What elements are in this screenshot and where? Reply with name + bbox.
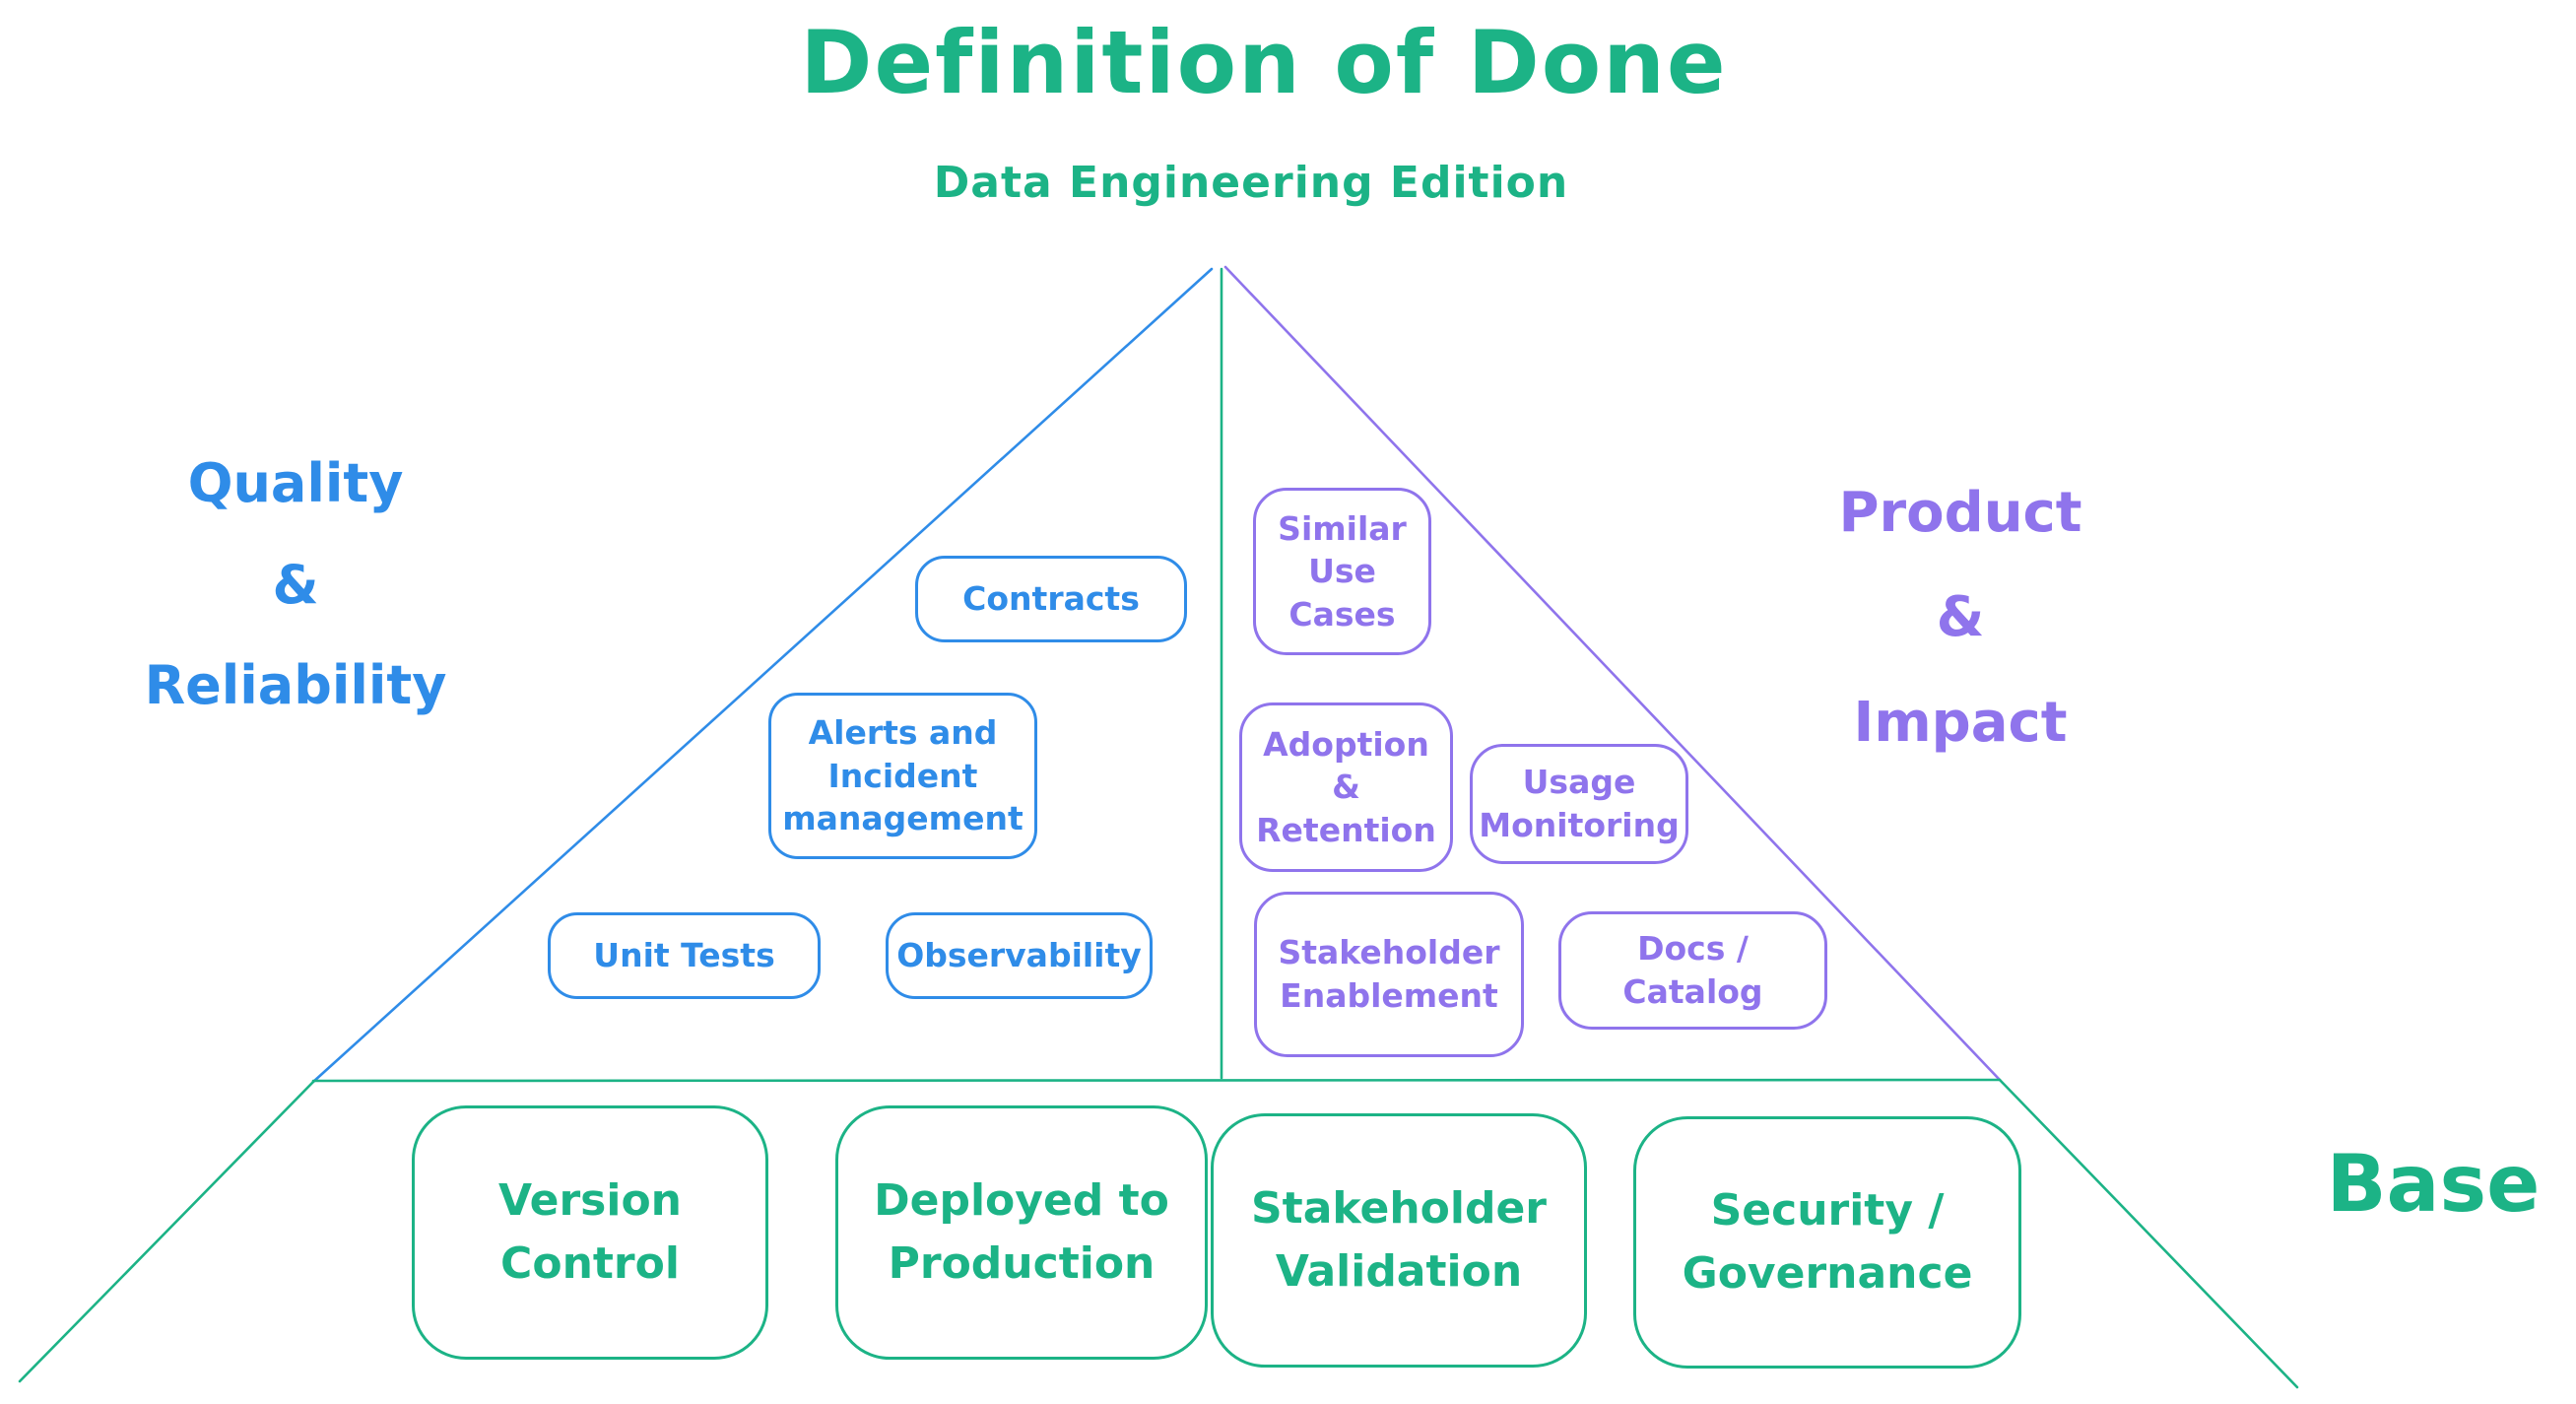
- node-stakeholder-validation[interactable]: Stakeholder Validation: [1211, 1113, 1587, 1368]
- page-title: Definition of Done: [800, 12, 1728, 113]
- node-observability-label: Observability: [896, 936, 1142, 975]
- section-label-quality-reliability: Quality & Reliability: [144, 452, 447, 717]
- pyramid-right-foot: [1998, 1078, 2299, 1389]
- node-unit-tests-label: Unit Tests: [593, 936, 775, 975]
- node-version-control[interactable]: Version Control: [412, 1105, 768, 1360]
- node-alerts-incident-management[interactable]: Alerts and Incident management: [768, 693, 1037, 859]
- node-contracts[interactable]: Contracts: [915, 556, 1187, 642]
- node-observability[interactable]: Observability: [886, 912, 1153, 999]
- node-stakeholder-enablement-label: Stakeholder Enablement: [1278, 933, 1500, 1015]
- pyramid-right-edge: [1223, 265, 2002, 1082]
- node-usage-monitoring-label: Usage Monitoring: [1479, 763, 1680, 844]
- node-usage-monitoring[interactable]: Usage Monitoring: [1470, 744, 1688, 864]
- node-unit-tests[interactable]: Unit Tests: [548, 912, 821, 999]
- section-label-product-impact: Product & Impact: [1838, 481, 2082, 755]
- page-subtitle: Data Engineering Edition: [933, 158, 1569, 208]
- node-docs-catalog[interactable]: Docs / Catalog: [1558, 911, 1827, 1030]
- pyramid-base-line: [311, 1078, 2002, 1083]
- node-deployed-to-production[interactable]: Deployed to Production: [835, 1105, 1208, 1360]
- node-adoption-retention[interactable]: Adoption & Retention: [1239, 702, 1453, 872]
- node-security-governance[interactable]: Security / Governance: [1633, 1116, 2021, 1369]
- node-contracts-label: Contracts: [962, 579, 1140, 619]
- node-similar-use-cases-label: Similar Use Cases: [1278, 508, 1407, 634]
- node-docs-catalog-label: Docs / Catalog: [1622, 929, 1763, 1011]
- section-label-base: Base: [2326, 1138, 2541, 1230]
- node-adoption-retention-label: Adoption & Retention: [1256, 724, 1436, 849]
- node-deployed-to-production-label: Deployed to Production: [874, 1175, 1169, 1289]
- pyramid-left-edge: [311, 267, 1214, 1084]
- node-stakeholder-validation-label: Stakeholder Validation: [1250, 1183, 1547, 1297]
- node-version-control-label: Version Control: [497, 1175, 682, 1289]
- node-security-governance-label: Security / Governance: [1682, 1185, 1973, 1299]
- node-similar-use-cases[interactable]: Similar Use Cases: [1253, 488, 1431, 655]
- node-stakeholder-enablement[interactable]: Stakeholder Enablement: [1254, 892, 1524, 1057]
- pyramid-left-foot: [18, 1080, 315, 1383]
- node-alerts-incident-management-label: Alerts and Incident management: [782, 713, 1024, 838]
